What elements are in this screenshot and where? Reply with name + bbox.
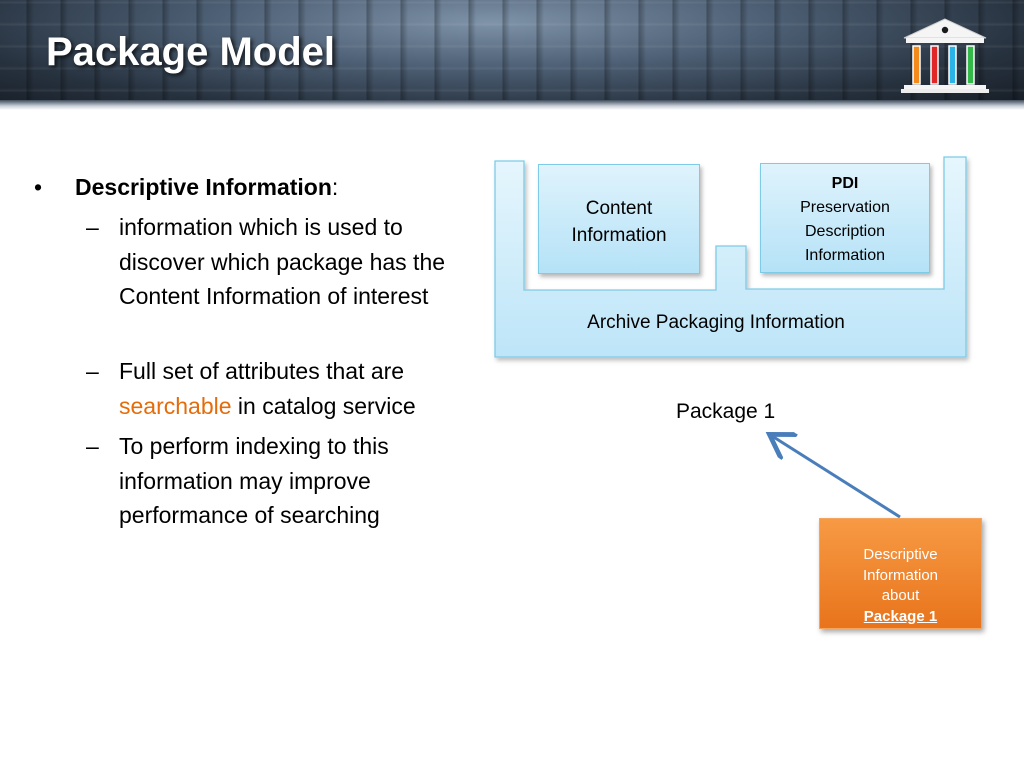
sub-bullet-text: To perform indexing to this information … <box>119 433 389 528</box>
sub-bullet-marker: – <box>86 214 99 240</box>
pdi-line2: Description <box>804 223 886 240</box>
pdi-line3: Information <box>804 247 886 264</box>
sub-bullet-purpose: – information which is used to discover … <box>86 210 445 314</box>
content-information-box: Content Information <box>538 164 700 274</box>
sub-bullet-attributes: – Full set of attributes that are search… <box>86 354 431 423</box>
sub-bullet-marker: – <box>86 358 99 384</box>
searchable-highlight: searchable <box>119 392 232 419</box>
pdi-title: PDI <box>831 175 859 192</box>
package-label: Package 1 <box>676 400 776 423</box>
desc-about: about <box>881 587 920 604</box>
sub-bullet-text-after: in catalog service <box>231 392 416 419</box>
library-columns-icon <box>901 18 989 93</box>
content-box-line2: Information <box>571 225 667 246</box>
content-box-line1: Content <box>585 198 653 219</box>
pdi-box: PDI Preservation Description Information <box>760 163 930 273</box>
desc-box-line3: about Package 1 <box>820 586 981 627</box>
sub-bullet-text-before: Full set of attributes that are <box>119 358 405 384</box>
pdi-line1: Preservation <box>800 199 890 216</box>
pointer-arrow <box>772 436 901 519</box>
descriptive-information-box: Descriptive Information about Package 1 <box>819 518 982 629</box>
sub-bullet-marker: – <box>86 433 99 459</box>
sub-bullet-text: information which is used to discover wh… <box>119 214 446 309</box>
sub-bullet-text: Full set of attributes that are searchab… <box>119 354 464 423</box>
slide-title: Package Model <box>46 30 336 74</box>
bullet-suffix: : <box>331 174 339 200</box>
bullet-text: Descriptive Information: <box>75 170 338 205</box>
sub-bullet-indexing: – To perform indexing to this informatio… <box>86 429 431 533</box>
bullet-marker: • <box>34 174 43 200</box>
header-banner <box>0 0 1024 110</box>
package-1-link[interactable]: Package 1 <box>863 607 938 625</box>
bullet-term: Descriptive Information <box>75 174 332 200</box>
archive-packaging-label: Archive Packaging Information <box>587 312 845 333</box>
desc-box-line2: Information <box>862 566 939 584</box>
desc-box-line1: Descriptive <box>863 546 938 563</box>
